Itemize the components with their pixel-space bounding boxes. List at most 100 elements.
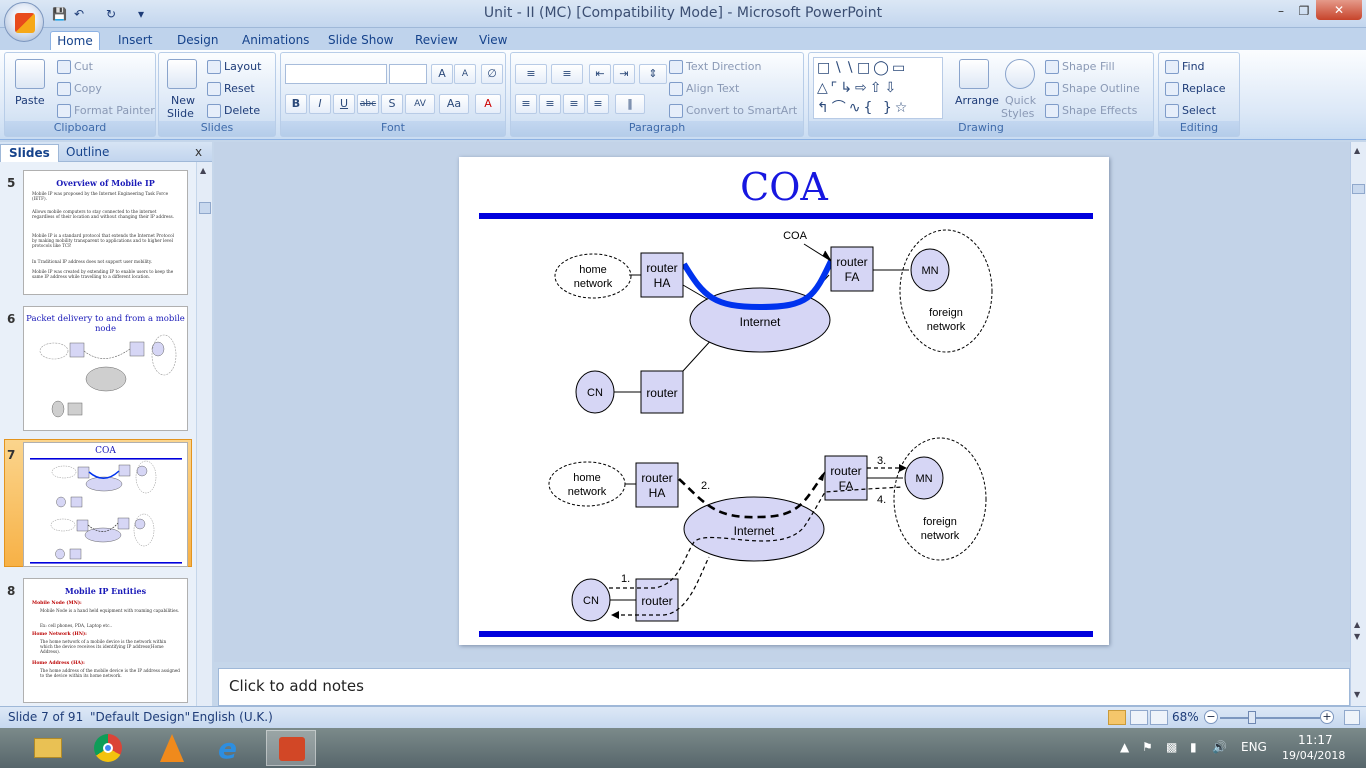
numbering-icon[interactable]: ≡ (551, 64, 583, 84)
slide-thumbnail-5[interactable]: Overview of Mobile IP Mobile IP was prop… (23, 170, 188, 295)
align-right-icon[interactable]: ≡ (563, 94, 585, 114)
previous-slide-icon[interactable]: ▲ (1354, 620, 1361, 629)
vlc-icon[interactable] (146, 730, 196, 766)
close-button[interactable]: ✕ (1316, 0, 1362, 20)
powerpoint-taskbar-icon[interactable] (266, 730, 316, 766)
office-button[interactable] (4, 2, 44, 42)
next-slide-icon[interactable]: ▼ (1354, 632, 1361, 641)
notes-placeholder[interactable]: Click to add notes (229, 677, 364, 695)
increase-indent-icon[interactable]: ⇥ (613, 64, 635, 84)
font-color-button[interactable]: A (475, 94, 501, 114)
slide-sorter-icon[interactable] (1130, 710, 1148, 725)
tab-insert[interactable]: Insert (118, 33, 153, 47)
format-painter-button[interactable]: Format Painter (74, 104, 155, 117)
select-button[interactable]: Select (1182, 104, 1216, 117)
zoom-slider-knob[interactable] (1248, 711, 1257, 724)
char-spacing-button[interactable]: AV (405, 94, 435, 114)
shapes-gallery[interactable]: □∖∖□◯▭△⌜↳⇨⇧⇩↰⌒∿{ }☆ (813, 57, 943, 119)
underline-button[interactable]: U (333, 94, 355, 114)
align-center-icon[interactable]: ≡ (539, 94, 561, 114)
tray-expand-icon[interactable]: ▲ (1120, 740, 1130, 754)
slide-thumbnail-7[interactable]: COA (23, 442, 188, 567)
normal-view-icon[interactable] (1108, 710, 1126, 725)
copy-button[interactable]: Copy (74, 82, 102, 95)
language-status[interactable]: English (U.K.) (192, 710, 273, 724)
align-text-button[interactable]: Align Text (686, 82, 740, 95)
theme-name[interactable]: "Default Design" (90, 710, 191, 724)
font-name-combo[interactable] (285, 64, 387, 84)
slide-show-icon[interactable] (1150, 710, 1168, 725)
clear-format-icon[interactable]: ∅ (481, 64, 503, 84)
file-explorer-icon[interactable] (22, 730, 72, 766)
new-slide-label-1[interactable]: New (171, 94, 195, 107)
font-size-combo[interactable] (389, 64, 427, 84)
zoom-in-icon[interactable]: + (1320, 710, 1334, 724)
clock-date[interactable]: 19/04/2018 (1282, 749, 1346, 762)
grow-font-button[interactable]: A (431, 64, 453, 84)
main-vertical-scrollbar[interactable]: ▲ ▲ ▼ ▼ (1350, 142, 1366, 706)
line-spacing-icon[interactable]: ⇕ (639, 64, 667, 84)
tab-view[interactable]: View (479, 33, 508, 47)
zoom-out-icon[interactable]: − (1204, 710, 1218, 724)
scroll-up-icon[interactable]: ▲ (200, 166, 207, 175)
bullets-icon[interactable]: ≡ (515, 64, 547, 84)
slide-thumbnail-8[interactable]: Mobile IP Entities Mobile Node (MN): Mob… (23, 578, 188, 703)
scroll-thumb[interactable] (199, 202, 211, 214)
chrome-icon[interactable] (82, 730, 132, 766)
volume-icon[interactable]: 🔊 (1212, 740, 1227, 754)
arrange-button[interactable]: Arrange (955, 94, 999, 107)
minimize-button[interactable]: – (1278, 4, 1284, 18)
quick-styles-label-2[interactable]: Styles (1001, 107, 1035, 120)
clock-time[interactable]: 11:17 (1298, 733, 1333, 747)
align-left-icon[interactable]: ≡ (515, 94, 537, 114)
customize-qat-icon[interactable]: ▾ (138, 7, 145, 21)
columns-icon[interactable]: ‖ (615, 94, 645, 114)
slide-thumbnail-6[interactable]: Packet delivery to and from a mobile nod… (23, 306, 188, 431)
tab-design[interactable]: Design (177, 33, 219, 47)
reset-button[interactable]: Reset (224, 82, 255, 95)
tab-slide-show[interactable]: Slide Show (328, 33, 394, 47)
save-icon[interactable]: 💾 (52, 7, 67, 21)
cut-button[interactable]: Cut (74, 60, 93, 73)
scroll-down-icon[interactable]: ▼ (1354, 690, 1361, 699)
strikethrough-button[interactable]: abc (357, 94, 379, 114)
bold-button[interactable]: B (285, 94, 307, 114)
decrease-indent-icon[interactable]: ⇤ (589, 64, 611, 84)
scroll-up-icon[interactable]: ▲ (1354, 146, 1361, 155)
tab-home[interactable]: Home (50, 31, 100, 50)
change-case-button[interactable]: Aa (439, 94, 469, 114)
flag-icon[interactable]: ⚑ (1142, 740, 1153, 754)
shape-effects-button[interactable]: Shape Effects (1062, 104, 1138, 117)
replace-button[interactable]: Replace (1182, 82, 1226, 95)
undo-icon[interactable]: ↶ (74, 7, 85, 21)
shrink-font-button[interactable]: A (454, 64, 476, 84)
paste-button[interactable]: Paste (15, 94, 45, 107)
internet-explorer-icon[interactable]: e (218, 732, 237, 765)
tab-review[interactable]: Review (415, 33, 458, 47)
quick-styles-label-1[interactable]: Quick (1005, 94, 1037, 107)
close-pane-icon[interactable]: x (195, 145, 203, 159)
notes-pane[interactable]: Click to add notes (218, 668, 1350, 706)
layout-button[interactable]: Layout (224, 60, 262, 73)
text-direction-button[interactable]: Text Direction (686, 60, 762, 73)
tab-slides[interactable]: Slides (0, 144, 59, 162)
zoom-slider-track[interactable] (1220, 717, 1320, 719)
italic-button[interactable]: I (309, 94, 331, 114)
redo-icon[interactable]: ↻ (106, 7, 117, 21)
network-icon[interactable]: ▩ (1166, 740, 1178, 754)
find-button[interactable]: Find (1182, 60, 1205, 73)
delete-button[interactable]: Delete (224, 104, 261, 117)
shadow-button[interactable]: S (381, 94, 403, 114)
tab-outline[interactable]: Outline (66, 145, 110, 159)
tab-animations[interactable]: Animations (242, 33, 310, 47)
scroll-thumb[interactable] (1352, 184, 1365, 194)
language-indicator[interactable]: ENG (1241, 740, 1267, 754)
slide-title[interactable]: COA (740, 165, 828, 209)
fit-slide-icon[interactable] (1344, 710, 1360, 725)
slide-canvas[interactable]: COA home network router HA (459, 157, 1109, 645)
shape-fill-button[interactable]: Shape Fill (1062, 60, 1115, 73)
slides-pane-scrollbar[interactable]: ▲ (196, 162, 212, 706)
justify-icon[interactable]: ≡ (587, 94, 609, 114)
new-slide-label-2[interactable]: Slide (167, 107, 194, 120)
convert-smartart-button[interactable]: Convert to SmartArt (686, 104, 798, 117)
